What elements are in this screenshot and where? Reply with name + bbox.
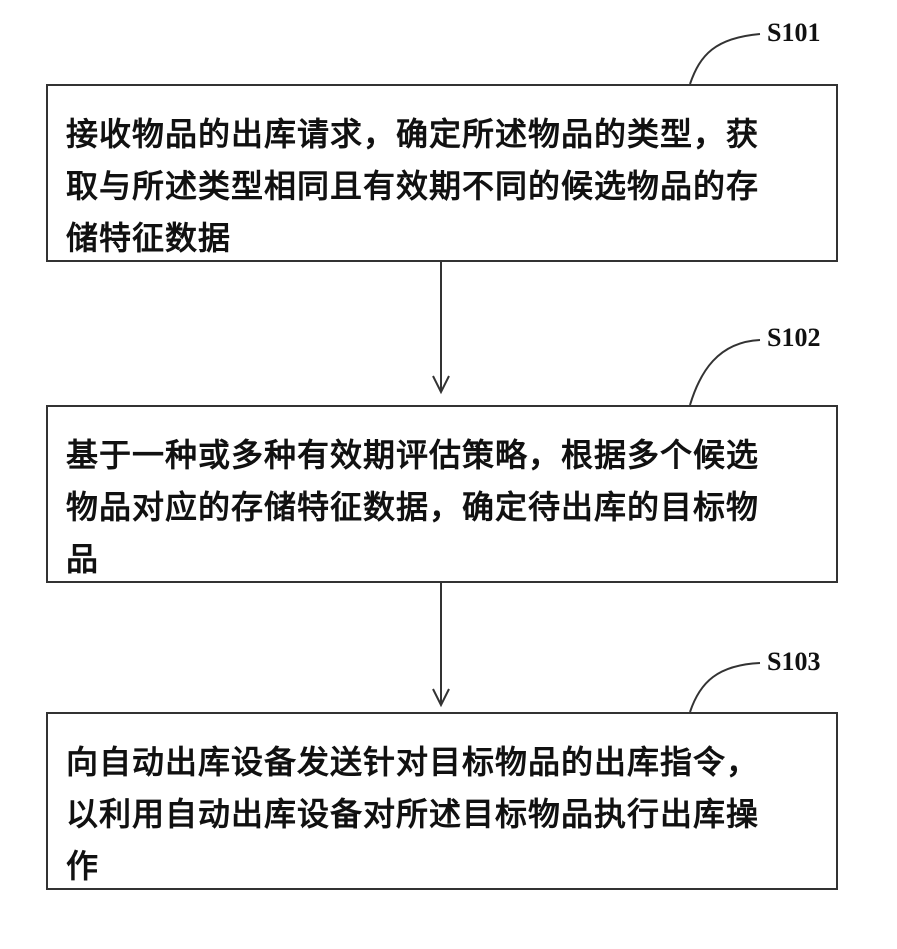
step-label-s102: S102 <box>767 323 820 353</box>
callout-curve-s102 <box>690 340 760 405</box>
callout-curve-s101 <box>690 34 760 84</box>
step-box-s101: 接收物品的出库请求，确定所述物品的类型，获 取与所述类型相同且有效期不同的候选物… <box>46 84 838 262</box>
step-label-s101: S101 <box>767 18 820 48</box>
callout-curve-s103 <box>690 663 760 712</box>
step-box-s103: 向自动出库设备发送针对目标物品的出库指令， 以利用自动出库设备对所述目标物品执行… <box>46 712 838 890</box>
step-box-s102: 基于一种或多种有效期评估策略，根据多个候选 物品对应的存储特征数据，确定待出库的… <box>46 405 838 583</box>
step-label-s103: S103 <box>767 647 820 677</box>
